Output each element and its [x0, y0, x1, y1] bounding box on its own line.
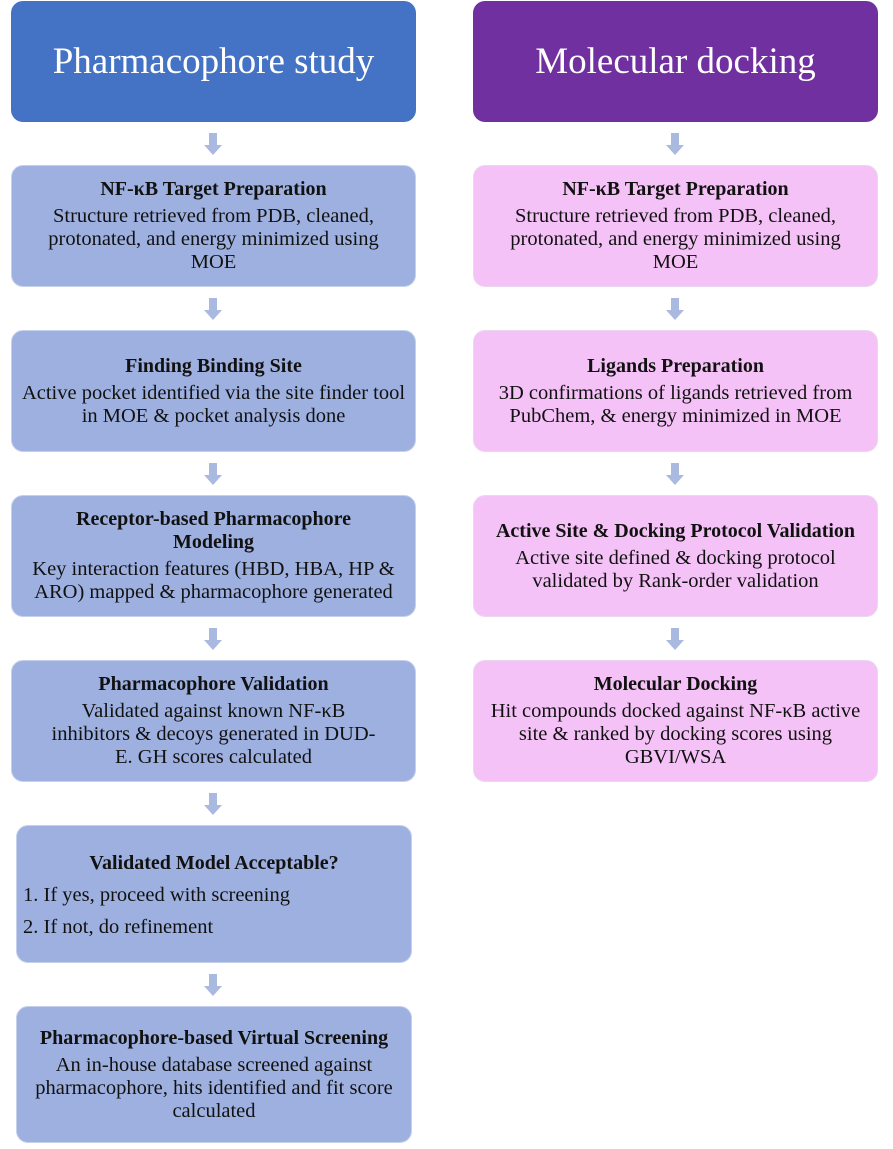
arrow-down-icon: [204, 974, 222, 996]
pharmacophore-study-header: Pharmacophore study: [11, 1, 416, 122]
step-target-preparation: NF-κB Target Preparation Structure retri…: [11, 165, 416, 287]
arrow-down-icon: [666, 628, 684, 650]
arrow-down-icon: [204, 133, 222, 155]
step-molecular-docking: Molecular Docking Hit compounds docked a…: [473, 660, 878, 782]
step-description: Validated against known NF-κB inhibitors…: [51, 700, 376, 768]
step-title: NF-κB Target Preparation: [100, 178, 327, 200]
step-title: NF-κB Target Preparation: [562, 178, 789, 200]
step-title: Receptor-based Pharmacophore Modeling: [76, 508, 351, 553]
step-docking-protocol-validation: Active Site & Docking Protocol Validatio…: [473, 495, 878, 617]
step-description: Hit compounds docked against NF-κB activ…: [490, 700, 861, 768]
step-title: Ligands Preparation: [587, 354, 764, 377]
step-description: Key interaction features (HBD, HBA, HP &…: [32, 558, 395, 603]
arrow-down-icon: [204, 628, 222, 650]
step-description: Active pocket identified via the site fi…: [21, 381, 406, 427]
step-description: Structure retrieved from PDB, cleaned, p…: [510, 205, 841, 273]
step-ligands-preparation: Ligands Preparation 3D confirmations of …: [473, 330, 878, 452]
header-label: Molecular docking: [535, 41, 816, 82]
arrow-down-icon: [204, 298, 222, 320]
arrow-down-icon: [204, 793, 222, 815]
step-title: Active Site & Docking Protocol Validatio…: [495, 519, 856, 542]
arrow-down-icon: [666, 298, 684, 320]
step-title: Molecular Docking: [593, 673, 758, 695]
header-label: Pharmacophore study: [52, 41, 375, 82]
step-docking-target-preparation: NF-κB Target Preparation Structure retri…: [473, 165, 878, 287]
step-virtual-screening: Pharmacophore-based Virtual Screening An…: [16, 1006, 412, 1143]
step-title: Pharmacophore-based Virtual Screening: [39, 1026, 389, 1049]
step-model-acceptable: Validated Model Acceptable? 1. If yes, p…: [16, 825, 412, 963]
step-description: Structure retrieved from PDB, cleaned, p…: [48, 205, 379, 273]
molecular-docking-header: Molecular docking: [473, 1, 878, 122]
step-pharmacophore-validation: Pharmacophore Validation Validated again…: [11, 660, 416, 782]
arrow-down-icon: [204, 463, 222, 485]
arrow-down-icon: [666, 463, 684, 485]
step-pharmacophore-modeling: Receptor-based Pharmacophore Modeling Ke…: [11, 495, 416, 617]
step-title: Finding Binding Site: [125, 354, 302, 377]
arrow-down-icon: [666, 133, 684, 155]
step-title: Pharmacophore Validation: [98, 673, 329, 695]
step-title: Validated Model Acceptable?: [89, 851, 339, 874]
decision-option-yes: 1. If yes, proceed with screening: [23, 883, 290, 906]
decision-option-no: 2. If not, do refinement: [23, 915, 214, 938]
step-description: 3D confirmations of ligands retrieved fr…: [498, 381, 853, 427]
step-description: An in-house database screened against ph…: [35, 1053, 393, 1122]
step-description: Active site defined & docking protocol v…: [515, 546, 836, 592]
step-finding-binding-site: Finding Binding Site Active pocket ident…: [11, 330, 416, 452]
